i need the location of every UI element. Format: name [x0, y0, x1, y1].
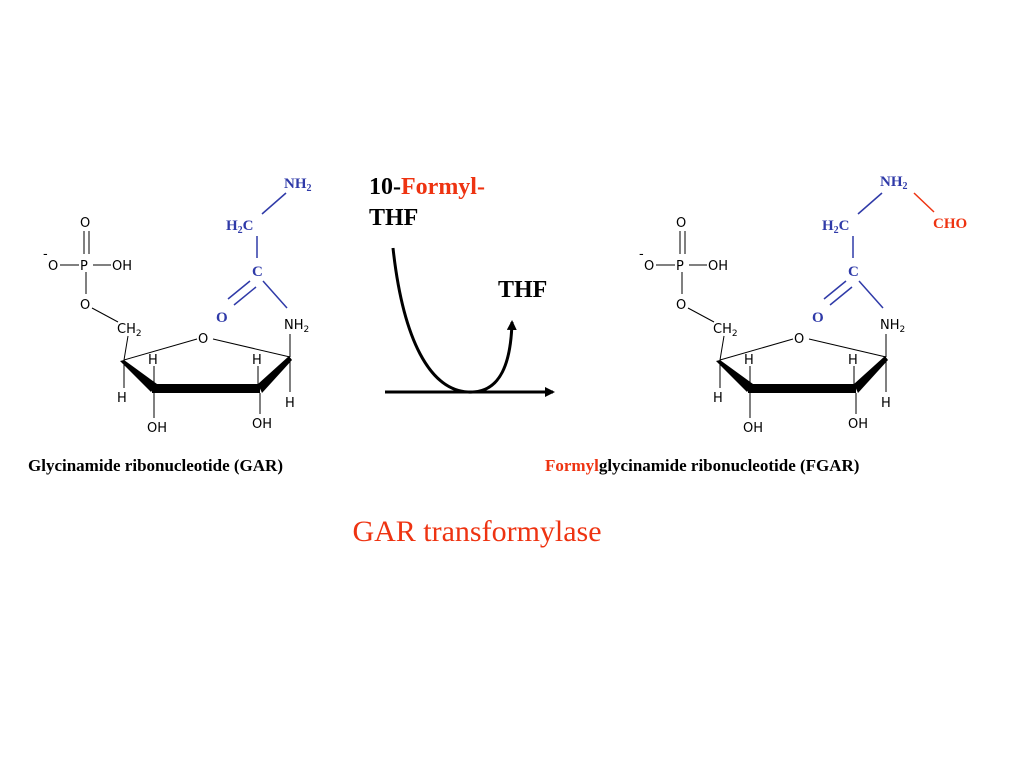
glycinamide-group: NH2 H2C C O: [216, 176, 312, 326]
atom-label: O: [676, 298, 686, 313]
atom-label: CH2: [117, 322, 142, 339]
atom-label: NH2: [284, 176, 312, 194]
atom-label: OH: [848, 417, 868, 432]
fgar-caption: Formylglycinamide ribonucleotide (FGAR): [545, 456, 859, 475]
reaction-arrow: 10-Formyl- THF THF: [369, 174, 555, 397]
gar-molecule: - O P OH O O CH2 O H H: [28, 176, 312, 475]
atom-label: H2C: [822, 218, 850, 236]
atom-label: H: [252, 353, 262, 368]
atom-label: NH2: [880, 318, 905, 335]
atom-label: H: [148, 353, 158, 368]
atom-label: O: [676, 216, 686, 231]
atom-label: OH: [252, 417, 272, 432]
atom-label: O: [80, 298, 90, 313]
atom-label: P: [676, 259, 684, 274]
atom-label: OH: [147, 421, 167, 436]
gar-caption: Glycinamide ribonucleotide (GAR): [28, 456, 283, 475]
atom-label: O: [794, 332, 804, 347]
atom-label: C: [848, 264, 859, 280]
atom-label: H2C: [226, 218, 254, 236]
ribose-ring: CH2 O H H H OH OH H NH2: [117, 318, 309, 436]
atom-label: O: [80, 216, 90, 231]
atom-label: NH2: [880, 174, 908, 192]
atom-label: OH: [112, 259, 132, 274]
charge-label: -: [639, 247, 644, 262]
product-thf-label: THF: [498, 277, 547, 303]
charge-label: -: [43, 247, 48, 262]
phosphate-group: - O P OH O O: [43, 216, 132, 323]
atom-label: H: [744, 353, 754, 368]
atom-label: P: [80, 259, 88, 274]
atom-label: C: [252, 264, 263, 280]
atom-label: H: [285, 396, 295, 411]
atom-label: O: [198, 332, 208, 347]
formyl-group-label: CHO: [933, 216, 967, 232]
fgar-molecule: - O P OH O O CH2 O H H H: [639, 174, 967, 436]
atom-label: NH2: [284, 318, 309, 335]
donor-thf-label: THF: [369, 205, 418, 231]
glycinamide-group: NH2 H2C C O: [812, 174, 935, 326]
atom-label: O: [812, 310, 824, 326]
formyl-bond: [913, 192, 935, 213]
atom-label: O: [216, 310, 228, 326]
ribose-ring: CH2 O H H H OH OH H NH2: [713, 318, 905, 436]
atom-label: O: [48, 259, 58, 274]
atom-label: H: [117, 391, 127, 406]
enzyme-label: GAR transformylase: [352, 515, 601, 548]
atom-label: H: [881, 396, 891, 411]
atom-label: OH: [708, 259, 728, 274]
curved-arrow: [391, 247, 517, 394]
atom-label: OH: [743, 421, 763, 436]
atom-label: H: [713, 391, 723, 406]
donor-label: 10-Formyl-: [369, 174, 485, 200]
atom-label: CH2: [713, 322, 738, 339]
atom-label: O: [644, 259, 654, 274]
phosphate-group: - O P OH O O: [639, 216, 728, 323]
atom-label: H: [848, 353, 858, 368]
